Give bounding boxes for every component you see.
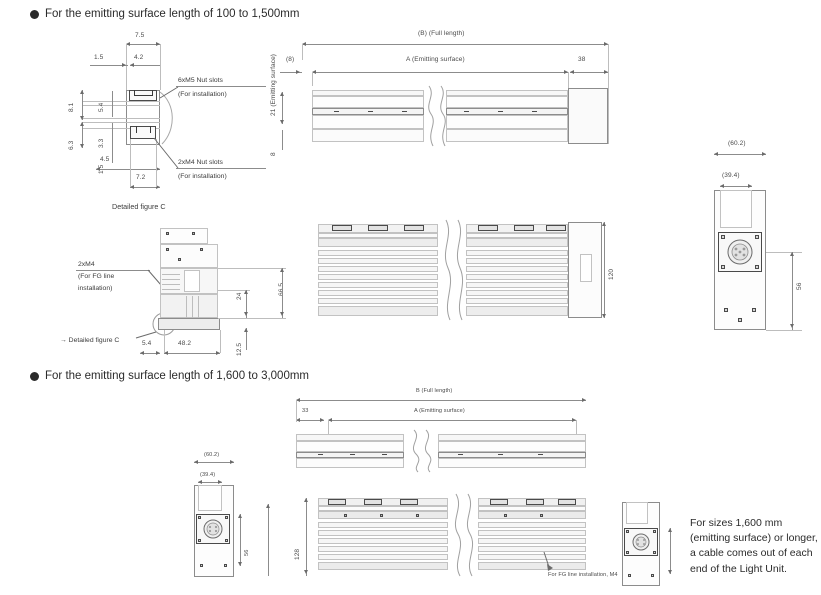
- dim-lower-inner-width: (39.4): [200, 472, 216, 478]
- dim-7-5: 7.5: [135, 32, 145, 39]
- callout-2xm4-fg: 2xM4: [78, 261, 95, 268]
- dim-3-3: 3.3: [98, 138, 105, 148]
- end-profile-view: 2xM4 (For FG line installation) → Detail…: [60, 228, 300, 363]
- dim-base: 8: [270, 152, 277, 156]
- dim-lower-full-length: B (Full length): [416, 388, 453, 394]
- section-heading-2: For the emitting surface length of 1,600…: [30, 370, 309, 382]
- dim-12-5: 12.5: [236, 342, 243, 356]
- top-plan-view: (B) (Full length) (8) A (Emitting surfac…: [270, 30, 623, 165]
- callout-2xm4-label: 2xM4 Nut slots: [178, 159, 223, 166]
- dim-outer-width: (60.2): [728, 140, 746, 147]
- callout-6xm5-label: 6xM5 Nut slots: [178, 77, 223, 84]
- dim-4-5: 4.5: [100, 156, 110, 163]
- dim-lower-end-height: 56: [244, 549, 250, 556]
- bullet-icon-2: [30, 371, 39, 381]
- dim-48-2: 48.2: [178, 340, 192, 347]
- callout-fg-sub1: (For FG line: [78, 273, 115, 280]
- callout-2xm4-sub: (For installation): [178, 173, 227, 180]
- detail-c-caption: Detailed figure C: [112, 202, 166, 211]
- note-fg-line: For FG line installation, M4: [548, 572, 618, 578]
- lower-elevation-view: 128: [294, 490, 618, 590]
- side-elevation-view: 120: [318, 218, 618, 343]
- dim-inner-width: (39.4): [722, 172, 740, 179]
- dim-lower-outer-width: (60.2): [204, 452, 220, 458]
- end-view-top: (60.2) (39.4) 56: [700, 140, 810, 335]
- sidenote-text: For sizes 1,600 mm (emitting surface) or…: [690, 517, 818, 575]
- bullet-icon: [30, 9, 39, 19]
- dim-24: 24: [236, 292, 243, 300]
- dim-height-emitting: 21 (Emitting surface): [270, 53, 277, 116]
- dim-height-120: 120: [608, 268, 615, 280]
- dim-full-length: (B) (Full length): [418, 30, 465, 37]
- callout-6xm5-sub: (For installation): [178, 91, 227, 98]
- lower-plan-view: B (Full length) 33 A (Emitting surface): [288, 388, 598, 473]
- dim-8-1: 8.1: [68, 102, 75, 112]
- dim-left-offset: (8): [286, 56, 295, 63]
- dim-emitting-surface: A (Emitting surface): [406, 56, 465, 63]
- dim-5-4: 5.4: [98, 102, 105, 112]
- end-view-lower-left: (60.2) (39.4) 56: [182, 452, 282, 582]
- dim-6-3: 6.3: [68, 140, 75, 150]
- dim-5-4-bottom: 5.4: [142, 340, 152, 347]
- section-heading-1: For the emitting surface length of 100 t…: [30, 8, 299, 20]
- dim-7-2: 7.2: [136, 174, 146, 181]
- dim-1-5-top: 1.5: [94, 54, 104, 61]
- callout-fg-sub2: installation): [78, 285, 113, 292]
- dim-lower-left-offset: 33: [302, 408, 309, 414]
- dim-end-height: 56: [796, 282, 803, 290]
- end-view-lower-right: [612, 492, 682, 590]
- dim-4-2: 4.2: [134, 54, 144, 61]
- section-heading-2-text: For the emitting surface length of 1,600…: [45, 370, 310, 382]
- detail-c-reference: → Detailed figure C: [60, 337, 120, 344]
- dim-lower-emitting: A (Emitting surface): [414, 408, 465, 414]
- dim-right-offset: 38: [578, 56, 586, 63]
- dim-lower-height: 128: [294, 548, 301, 560]
- section-heading-1-text: For the emitting surface length of 100 t…: [45, 8, 300, 20]
- detail-figure-c-drawing: 7.5 1.5 4.2 8.1: [60, 32, 290, 212]
